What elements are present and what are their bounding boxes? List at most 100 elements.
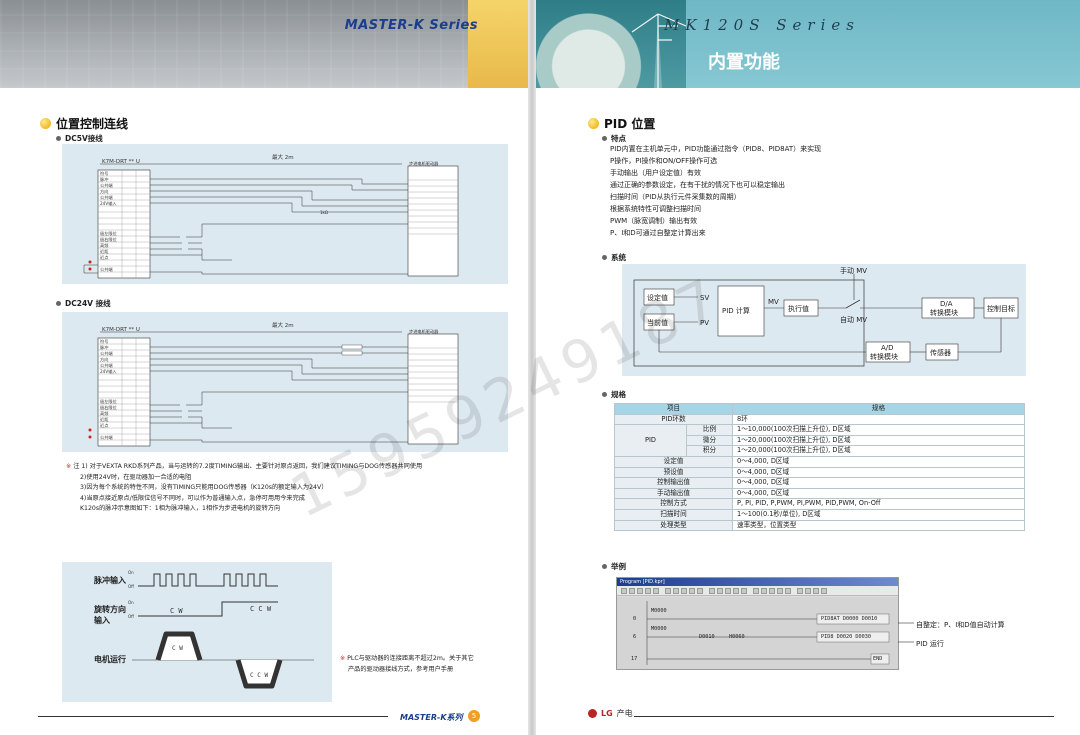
row-label: 极右限位 (100, 404, 117, 411)
waveform-svg: On Off On Off C W C C W C W C C W (128, 570, 314, 689)
note-line-3: 3)因为每个系统的特性不同，没有TIMING只能用DOG传感器（K120s的额定… (80, 484, 328, 492)
feature-item: P、I和D可通过自整定计算出来 (610, 229, 706, 237)
subheading-spec: 规格 (602, 389, 626, 400)
section-title-position: 位置控制连线 (40, 115, 128, 132)
pulse-waveform-diagram: 脉冲输入 旋转方向输入 电机运行 On Off On Off C W C C W… (62, 562, 332, 702)
callout-arrows (898, 622, 914, 643)
right-header-banner: MK120S Series 内置功能 (536, 0, 1080, 88)
table-row: PID环数 8环 (614, 413, 1025, 426)
ladder-svg (646, 601, 890, 665)
module-label: K7M-DRT ** U (102, 327, 140, 333)
sv-label: SV (700, 294, 709, 302)
bullet-dot-icon (588, 118, 599, 129)
program-toolbar (617, 586, 898, 596)
program-title-bar: Program [PID.kpr] (617, 578, 898, 586)
pid-system-svg: 设定值 当前值 SV PV PID 计算 MV 执行值 (633, 266, 1019, 367)
feature-item: 扫描时间（PID从执行元件采集数的周期） (610, 193, 741, 201)
rung-step: 6 (633, 634, 637, 640)
row-label: 公共端 (100, 350, 113, 357)
ad-label-2: 转换模块 (870, 352, 898, 361)
note-line-4: 4)当原点接近原点/低限位信号不同时，可以作为普通输入点，急停可用用今来完成 (80, 494, 305, 502)
wiring-diagram-dc24v: K7M-DRT ** U 最大 2m 符号 脉冲 公共端 方向 (62, 312, 508, 452)
bullet-icon (602, 564, 607, 569)
callout-pid-run: PID 运行 (916, 640, 944, 648)
ccw-label: C C W (250, 605, 272, 613)
subheading-system: 系统 (602, 252, 626, 263)
off-label: Off (128, 614, 134, 619)
rung-instruction: PID8AT D0000 D0010 (821, 616, 878, 622)
row-label: 符号 (100, 338, 108, 345)
cw-run-label: C W (172, 645, 183, 652)
feature-list: PID内置在主机单元中，PID功能通过指令（PID8、PID8AT）来实现 P操… (610, 143, 821, 239)
bullet-icon (602, 392, 607, 397)
pv-label: PV (700, 319, 709, 327)
sensor-label: 传感器 (930, 348, 951, 357)
footer-logo: LG 产电 (588, 708, 633, 719)
row-label: 24V输入 (100, 200, 117, 207)
column-header: 规格 (732, 403, 1025, 415)
wiring-svg-dc24v: K7M-DRT ** U 最大 2m 符号 脉冲 公共端 方向 (88, 321, 459, 447)
row-label: 方向 (100, 356, 108, 363)
off-label: Off (128, 584, 134, 589)
header-title: 内置功能 (708, 52, 780, 73)
table-row: 微分 1～20,000(100次扫描上升位), D区域 (615, 434, 1025, 447)
subheading-example: 举例 (602, 561, 626, 572)
right-page: MK120S Series 内置功能 PID 位置 特点 PID内置在主机单元中… (536, 0, 1080, 735)
row-label: 公共端 (100, 266, 113, 273)
footer-rule (38, 716, 388, 717)
feature-item: PID内置在主机单元中，PID功能通过指令（PID8、PID8AT）来实现 (610, 145, 822, 153)
bullet-icon (56, 301, 61, 306)
distance-note: ※ PLC与驱动器的连接距离不超过2m。关于其它 产品的驱动器接线方式，参考用户… (340, 655, 474, 673)
driver-title: 步进电机驱动器 (409, 328, 439, 335)
cw-label: C W (170, 607, 183, 615)
on-label: On (128, 570, 134, 575)
row-label: 极左限位 (100, 230, 117, 237)
manual-mv-label: 手动 MV (840, 266, 867, 275)
row-label: 公共端 (100, 182, 113, 189)
note-line-1: ※注 1) 对于VEXTA RKD系列产品，当与运转的7.2度TIMING输出、… (66, 463, 423, 470)
note-line-5: K120s的脉冲示意图如下：1相为脉冲输入，1相作为步进电机的旋转方向 (80, 505, 281, 513)
resistor-label: 1kΩ (320, 210, 328, 215)
feature-item: PWM（脉宽调制）输出有效 (610, 217, 698, 225)
subheading-dc24v: DC24V 接线 (56, 298, 111, 309)
rung-step: 17 (631, 656, 638, 662)
row-label: 近点 (100, 422, 108, 429)
row-label: 近点 (100, 254, 108, 261)
left-header-banner: MASTER-K Series (0, 0, 528, 88)
da-label-1: D/A (940, 300, 953, 308)
table-row: 处理类型速率类型，位置类型 (614, 519, 1025, 532)
da-label-2: 转换模块 (930, 308, 958, 317)
exec-label: 执行值 (788, 304, 809, 313)
lg-logo-icon (588, 709, 597, 718)
current-label: 当前值 (647, 318, 668, 327)
auto-mv-label: 自动 MV (840, 315, 867, 324)
feature-item: P操作，PI操作和ON/OFF操作可选 (610, 157, 718, 165)
row-label: 极右限位 (100, 236, 117, 243)
table-header-row: 项目 规格 (614, 403, 1025, 415)
row-label: 极左限位 (100, 398, 117, 405)
feature-item: 手动输出（用户设定值）有效 (610, 169, 701, 177)
on-label: On (128, 600, 134, 605)
ccw-run-label: C C W (250, 672, 268, 679)
row-label: 近距 (100, 416, 108, 423)
driver-title: 步进电机驱动器 (409, 160, 439, 167)
ad-label-1: A/D (881, 344, 894, 352)
row-label: 高频 (100, 242, 109, 249)
row-label: 近距 (100, 248, 108, 255)
rung-operand: D0010 (699, 634, 715, 640)
setpoint-label: 设定值 (647, 293, 668, 302)
crane-photo (631, 13, 687, 88)
subheading-dc5v: DC5V接线 (56, 133, 103, 144)
rung-contact: M0000 (651, 608, 667, 614)
bullet-icon (56, 136, 61, 141)
row-label: 符号 (100, 170, 108, 177)
direction-label: 旋转方向输入 (94, 605, 126, 625)
row-label: 方向 (100, 188, 108, 195)
wiring-diagram-dc5v: K7M-DRT ** U 最大 2m 符号 脉冲 公共端 方向 (62, 144, 508, 284)
